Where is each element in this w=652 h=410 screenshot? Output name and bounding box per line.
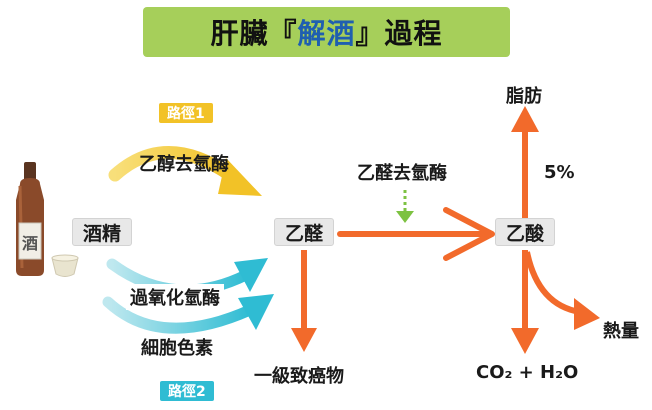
pathway1-enzyme-label: 乙醇去氫酶 <box>139 154 229 175</box>
title-highlight: 解酒 <box>297 17 356 50</box>
node-acetaldehyde: 乙醛 <box>274 218 334 246</box>
co2-arrow <box>511 250 539 354</box>
acetaldehyde-enzyme-label: 乙醛去氫酶 <box>357 163 447 184</box>
pathway2-tag: 路徑2 <box>160 381 214 401</box>
pathway2-arrow-lower <box>102 294 274 334</box>
carcinogen-arrow <box>291 250 317 352</box>
node-alcohol: 酒精 <box>72 218 132 246</box>
pathway1-tag: 路徑1 <box>159 103 213 123</box>
bottle-label: 酒 <box>21 234 38 253</box>
output-heat: 熱量 <box>603 321 639 342</box>
pathway1-arrow <box>108 146 262 196</box>
title-suffix: 』過程 <box>355 17 443 50</box>
fat-arrow <box>511 106 539 218</box>
page-title: 肝臟『解酒』過程 <box>143 7 510 57</box>
sake-cup-icon <box>51 254 79 277</box>
output-fat-percent: 5% <box>544 162 575 183</box>
output-co2-h2o: CO₂ + H₂O <box>476 362 579 383</box>
main-horizontal-arrow <box>337 207 495 261</box>
pathway2-enzyme2-label: 細胞色素 <box>137 334 217 360</box>
node-acetic-acid: 乙酸 <box>495 218 555 246</box>
output-fat: 脂肪 <box>506 86 542 107</box>
pathway2-enzyme1-label: 過氧化氫酶 <box>126 284 224 310</box>
heat-arrow <box>524 251 600 330</box>
enzyme-dashed-arrow <box>396 190 414 223</box>
sake-bottle-icon <box>16 162 44 276</box>
output-carcinogen: 一級致癌物 <box>254 366 344 387</box>
title-prefix: 肝臟『 <box>210 17 298 50</box>
